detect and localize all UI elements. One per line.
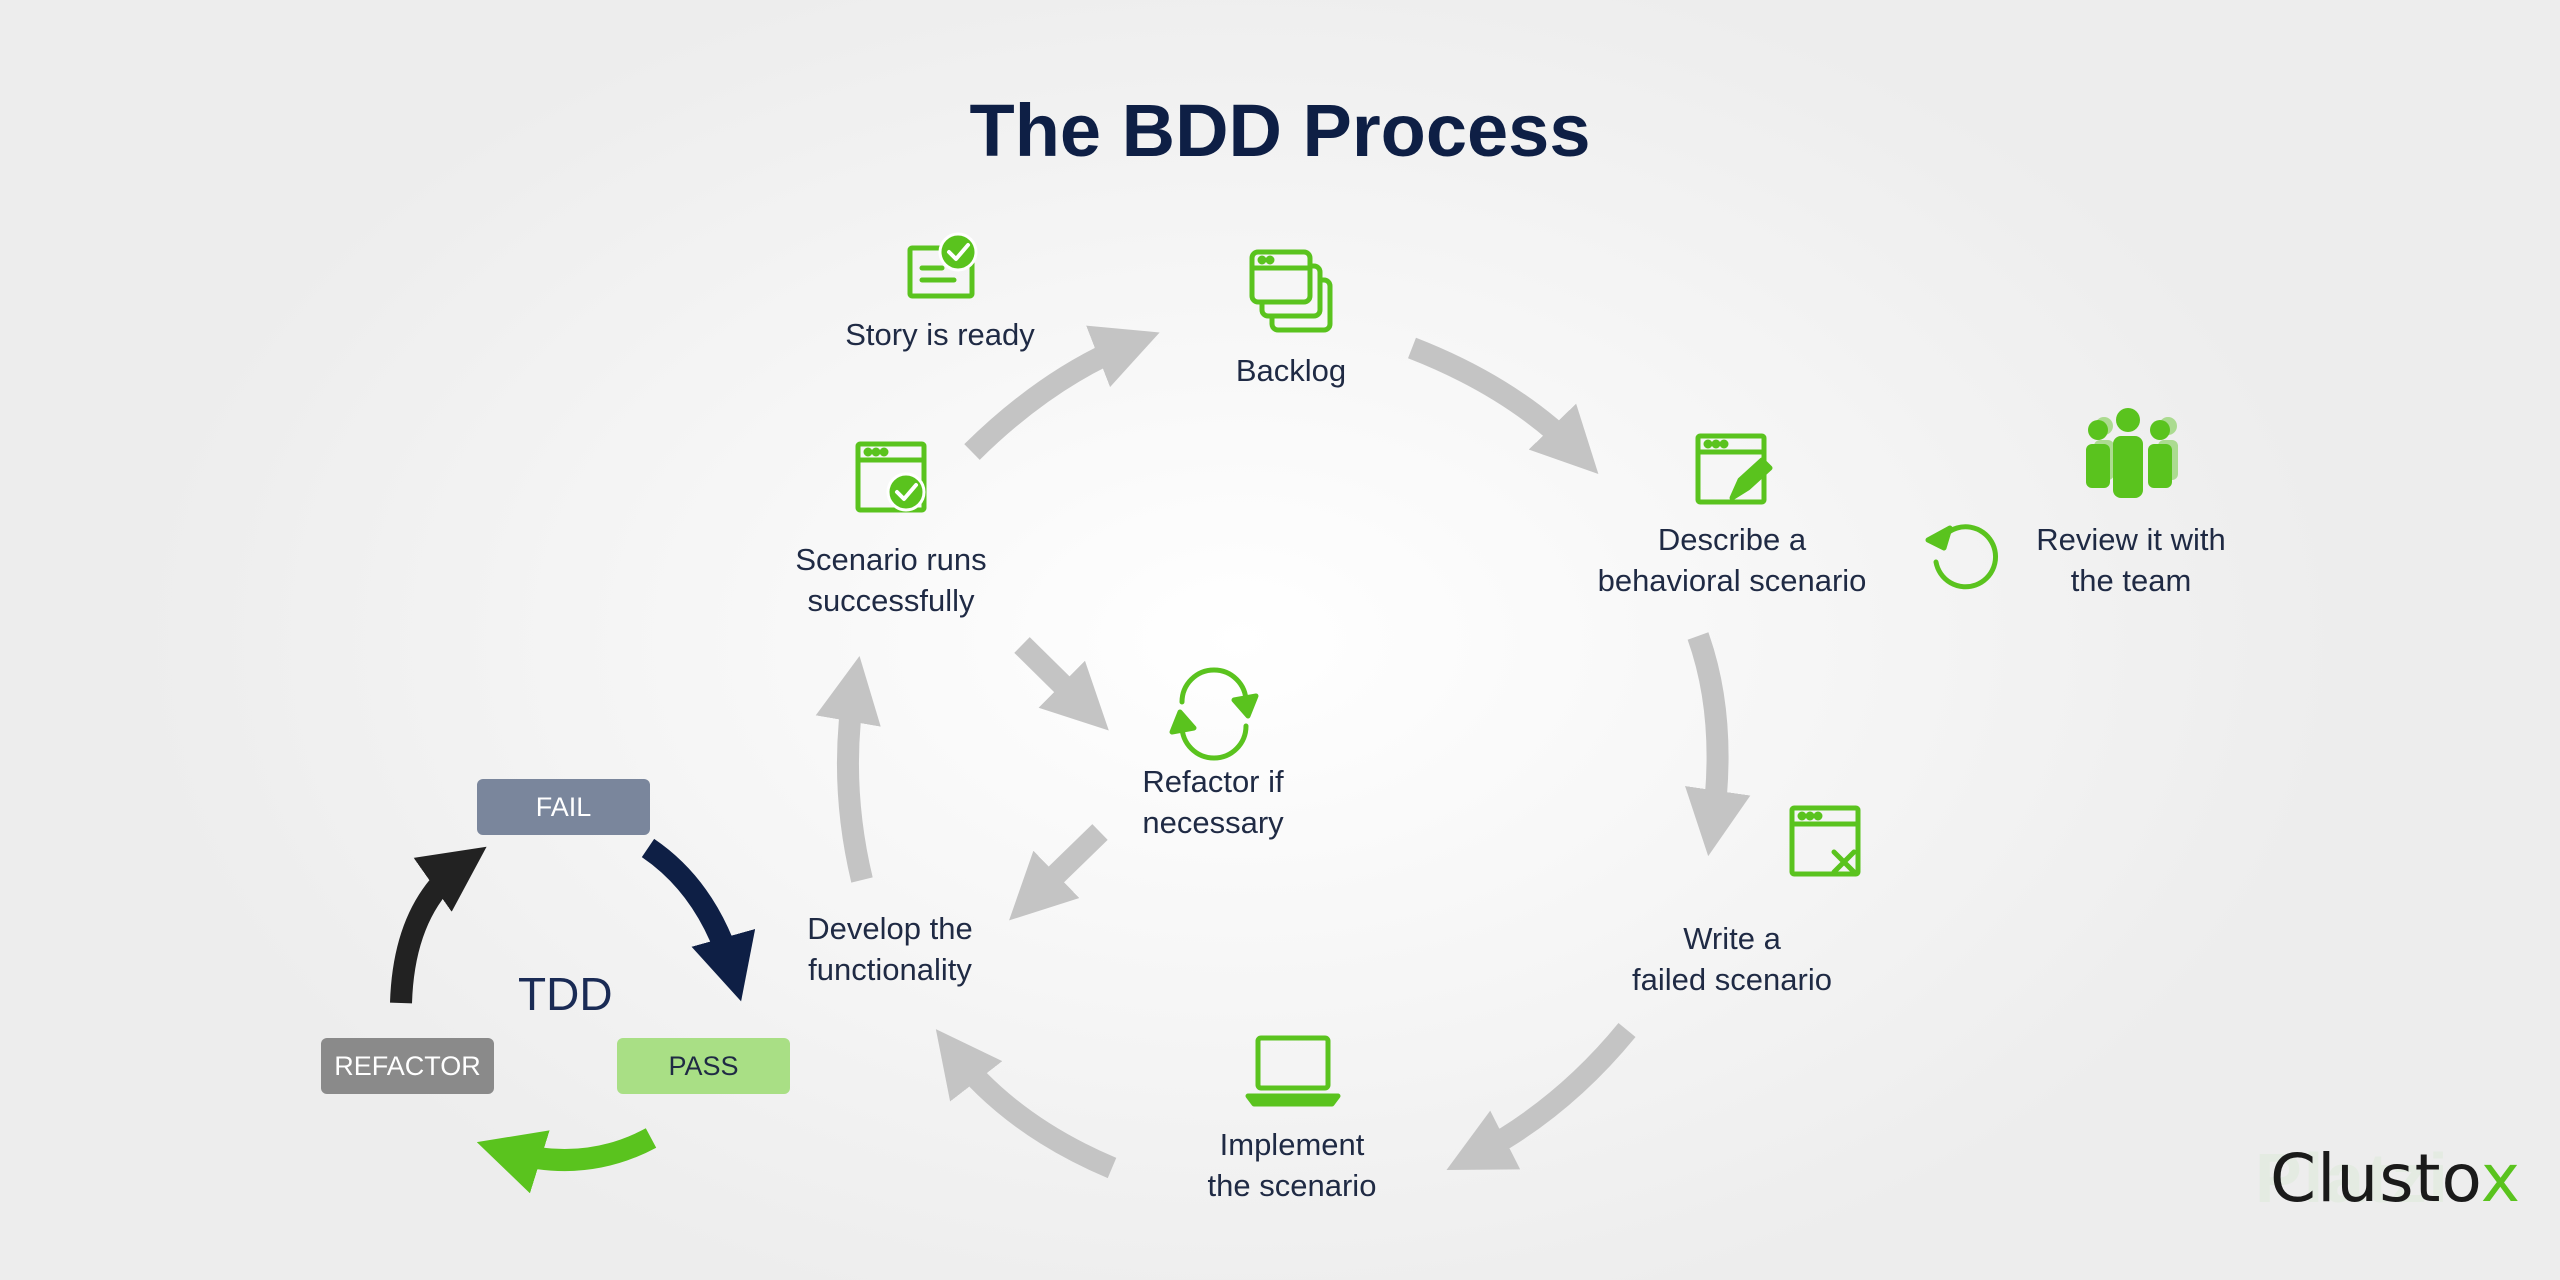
step-develop: Develop the functionality [807, 908, 972, 990]
step-describe-line-2: behavioral scenario [1597, 563, 1867, 598]
tdd-refactor-pill: REFACTOR [321, 1038, 494, 1094]
window-x-icon [1789, 805, 1861, 877]
step-write-failed-line-1: Write a [1683, 921, 1781, 956]
arrow-backlog-to-describe [1408, 337, 1599, 474]
step-implement-line-1: Implement [1219, 1127, 1365, 1162]
step-develop-line-2: functionality [808, 952, 972, 987]
clustox-logo-main: Clusto [2270, 1140, 2481, 1217]
step-write-failed-line-2: failed scenario [1632, 962, 1832, 997]
circular-arrow-icon [1925, 524, 1999, 590]
arrow-story-to-backlog [964, 325, 1160, 460]
step-story-ready: Story is ready [845, 314, 1035, 355]
clustox-logo: Clustox [2270, 1140, 2521, 1217]
tdd-arrow-fail-to-pass [641, 838, 756, 1002]
tdd-pass-pill: PASS [617, 1038, 790, 1094]
platzi-watermark: Platzi [2255, 1139, 2450, 1217]
step-develop-line-1: Develop the [807, 911, 973, 946]
step-describe: Describe a behavioral scenario [1598, 519, 1867, 601]
window-check-icon [855, 441, 927, 513]
step-review-line-2: the team [2070, 563, 2192, 598]
arrow-refactor-to-develop [1009, 824, 1108, 921]
step-story-ready-line: Story is ready [845, 317, 1035, 352]
step-review: Review it with the team [2036, 519, 2226, 601]
step-refactor-line-1: Refactor if [1142, 764, 1284, 799]
laptop-icon [1245, 1035, 1341, 1107]
team-icon [2086, 408, 2178, 498]
arrow-write-to-implement [1446, 1023, 1636, 1171]
step-refactor-line-2: necessary [1142, 805, 1284, 840]
tdd-label: TDD [518, 968, 613, 1020]
step-scenario-runs-line-2: successfully [807, 583, 975, 618]
step-refactor: Refactor if necessary [1142, 761, 1283, 843]
tdd-arrow-refactor-to-fail [390, 846, 487, 1004]
step-scenario-runs: Scenario runs successfully [795, 539, 986, 621]
step-write-failed: Write a failed scenario [1632, 918, 1832, 1000]
page-title: The BDD Process [969, 89, 1591, 172]
step-review-line-1: Review it with [2036, 522, 2226, 557]
step-implement-line-2: the scenario [1207, 1168, 1377, 1203]
arrow-describe-to-write [1685, 632, 1751, 857]
arrow-scenario-to-refactor [1014, 637, 1109, 731]
stacked-windows-icon [1249, 249, 1333, 333]
step-scenario-runs-line-1: Scenario runs [795, 542, 987, 577]
window-pencil-icon [1695, 433, 1773, 505]
step-backlog: Backlog [1236, 350, 1346, 391]
arrow-implement-to-develop [935, 1029, 1117, 1179]
step-describe-line-1: Describe a [1657, 522, 1807, 557]
clustox-logo-accent: x [2480, 1140, 2521, 1217]
tdd-fail-pill: FAIL [477, 779, 650, 835]
sync-icon [1169, 667, 1259, 761]
step-implement: Implement the scenario [1208, 1124, 1377, 1206]
arrow-develop-to-scenario [815, 655, 881, 883]
step-backlog-line: Backlog [1235, 353, 1347, 388]
tdd-arrow-pass-to-refactor [476, 1128, 657, 1194]
ticket-check-icon [907, 232, 978, 299]
